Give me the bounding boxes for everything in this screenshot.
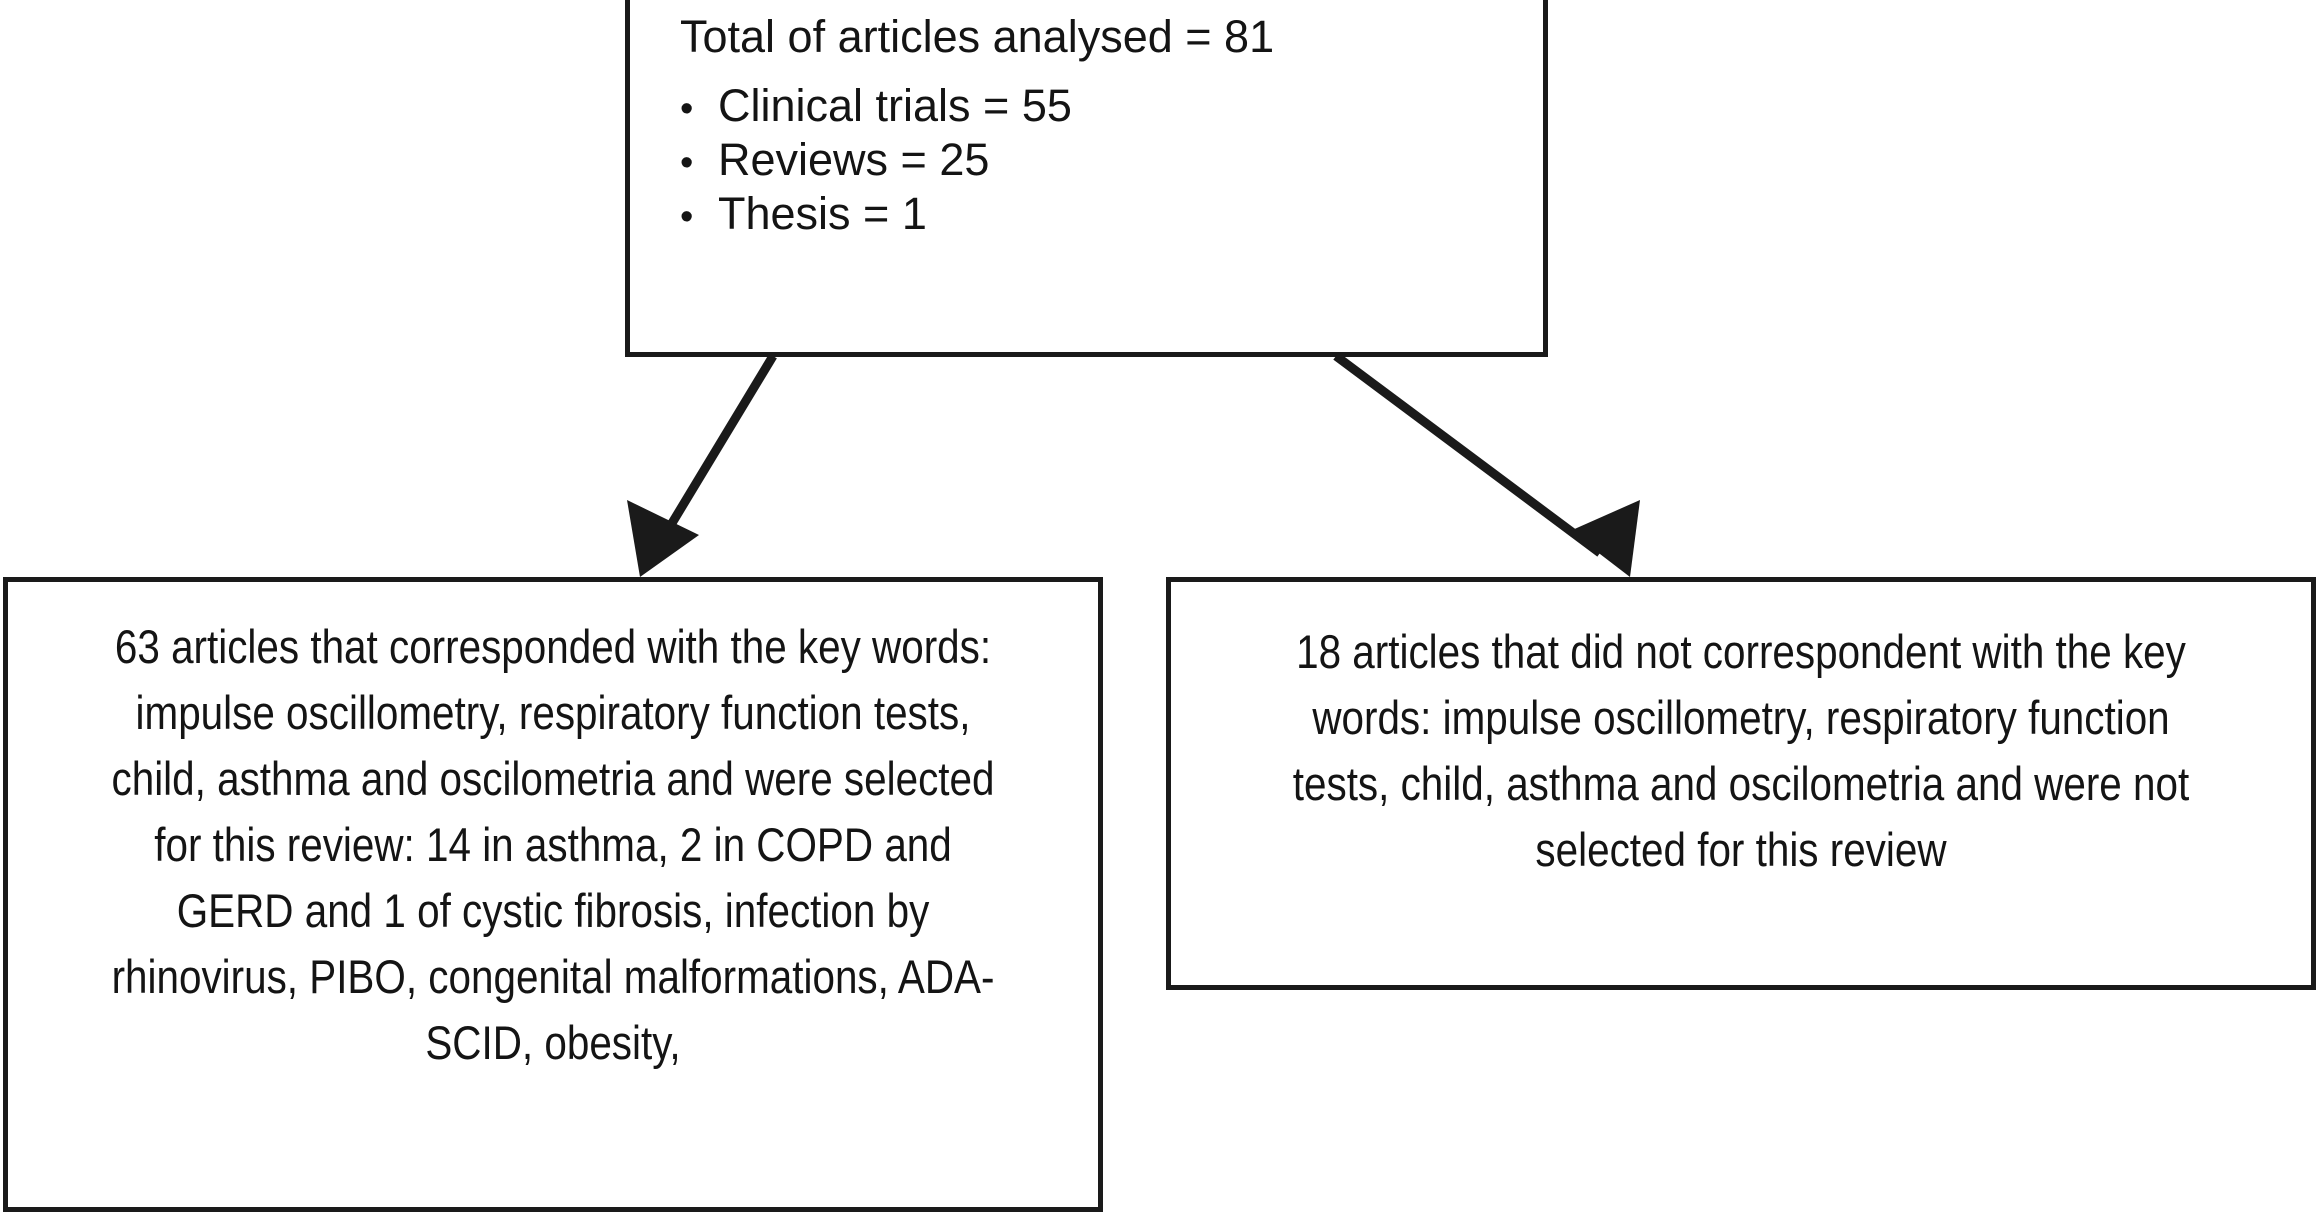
list-item-label: Clinical trials = 55 xyxy=(718,80,1072,131)
left-outcome-text: 63 articles that corresponded with the k… xyxy=(111,620,995,1069)
list-item-label: Reviews = 25 xyxy=(718,134,990,185)
list-item: • Clinical trials = 55 xyxy=(680,81,1523,134)
top-box-heading: Total of articles analysed = 81 xyxy=(680,11,1275,62)
right-outcome-text: 18 articles that did not correspondent w… xyxy=(1292,625,2190,876)
list-item: • Thesis = 1 xyxy=(680,189,1523,242)
arrow-to-left-box xyxy=(627,353,777,577)
list-item: • Reviews = 25 xyxy=(680,135,1523,188)
bullet-icon: • xyxy=(680,196,694,238)
arrow-to-right-box xyxy=(1333,352,1640,577)
right-outcome-box: 18 articles that did not correspondent w… xyxy=(1166,577,2316,990)
top-box: Total of articles analysed = 81 • Clinic… xyxy=(625,0,1548,357)
list-item-label: Thesis = 1 xyxy=(718,188,927,239)
top-box-bullet-list: • Clinical trials = 55 • Reviews = 25 • … xyxy=(680,81,1523,242)
top-box-content: Total of articles analysed = 81 • Clinic… xyxy=(680,11,1523,243)
left-outcome-box: 63 articles that corresponded with the k… xyxy=(3,577,1103,1212)
bullet-icon: • xyxy=(680,88,694,130)
bullet-icon: • xyxy=(680,142,694,184)
